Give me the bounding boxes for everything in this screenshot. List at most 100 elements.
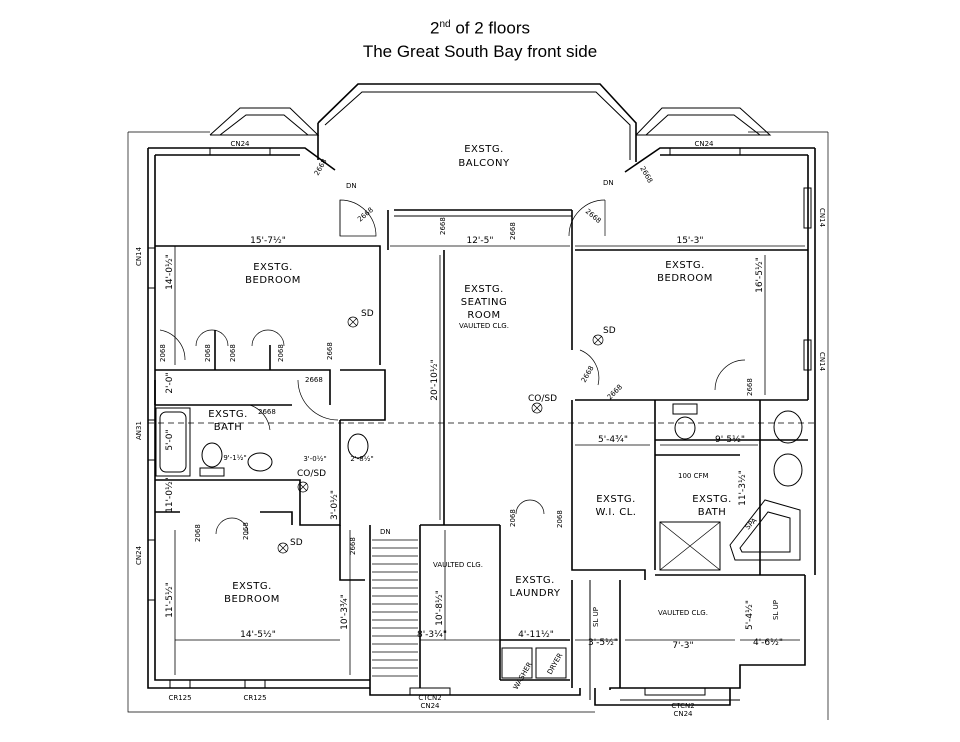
exterior-walls bbox=[147, 147, 816, 706]
balcony-label-1: EXSTG. bbox=[464, 144, 504, 155]
dim-hall-w2: 2'-8½" bbox=[350, 455, 373, 463]
dim-wic-w: 5'-4¾" bbox=[598, 435, 628, 445]
door-swings bbox=[159, 199, 746, 535]
win-tag-2: CN24 bbox=[694, 140, 714, 148]
door-tag-19: 2068 bbox=[242, 522, 250, 540]
vaulted-bottom-label: VAULTED CLG. bbox=[658, 609, 708, 617]
door-tag-6: 2668 bbox=[509, 222, 517, 240]
outer-boundary bbox=[127, 132, 829, 720]
win-tag-1: CN24 bbox=[230, 140, 250, 148]
dn-tag-2: DN bbox=[603, 179, 614, 187]
dim-balcony-w: 12'-5" bbox=[466, 236, 493, 246]
win-tag-6: AN31 bbox=[135, 421, 143, 440]
room-labels: EXSTG. BALCONY EXSTG. BEDROOM EXSTG. BED… bbox=[208, 144, 732, 617]
stair bbox=[372, 539, 418, 677]
dryer-tag: DRYER bbox=[546, 652, 565, 676]
sd-tag-1: SD bbox=[361, 309, 374, 319]
bath-right-label-1: EXSTG. bbox=[692, 494, 732, 505]
dim-bed-right-h: 16'-5½" bbox=[755, 257, 765, 293]
door-tag-4: 2668 bbox=[584, 207, 603, 225]
seating-label-2: SEATING bbox=[461, 297, 508, 308]
door-tag-10: 2668 bbox=[349, 537, 357, 555]
dim-bed-bot-h: 11'-5½" bbox=[165, 582, 175, 618]
balcony-label-2: BALCONY bbox=[458, 158, 510, 169]
door-tag-1: 2668 bbox=[313, 158, 329, 177]
dim-closet-h: 2'-0" bbox=[165, 372, 175, 393]
win-tag-7: CN24 bbox=[135, 545, 143, 565]
win-tag-8: CR125 bbox=[168, 694, 191, 702]
dim-bot-mid-w: 7'-3" bbox=[672, 641, 693, 651]
floor-number: 2 bbox=[430, 18, 440, 38]
door-tag-16: 2068 bbox=[229, 344, 237, 362]
dim-laundry-w: 4'-11½" bbox=[518, 630, 554, 640]
dim-bed-right-w: 15'-3" bbox=[676, 236, 703, 246]
door-tag-14: 2068 bbox=[159, 344, 167, 362]
seating-label-3: ROOM bbox=[467, 310, 500, 321]
door-tag-21: 2068 bbox=[556, 510, 564, 528]
dim-bed-bot-h2: 10'-3¾" bbox=[340, 594, 350, 630]
dn-tag-1: DN bbox=[346, 182, 357, 190]
win-tag-10: CTCN2 bbox=[418, 694, 441, 702]
bed-right-label-1: EXSTG. bbox=[665, 260, 705, 271]
dim-bot-right-w: 4'-6½" bbox=[753, 638, 783, 648]
balcony-bay bbox=[317, 83, 637, 217]
door-tag-13: 2668 bbox=[746, 378, 754, 396]
floor-suffix: nd bbox=[439, 19, 451, 30]
door-tag-7: 2668 bbox=[258, 408, 276, 416]
washer-tag: WASHER bbox=[512, 661, 534, 691]
door-tag-5: 2668 bbox=[439, 217, 447, 235]
dim-bath-h: 5'-0" bbox=[165, 429, 175, 450]
dim-bath-r-h: 11'-3½" bbox=[738, 470, 748, 506]
bath-left-label-2: BATH bbox=[214, 422, 243, 433]
win-tag-3: CN14 bbox=[818, 208, 826, 228]
win-tag-12: CTCN2 bbox=[671, 702, 694, 710]
door-tag-11: 2668 bbox=[580, 365, 596, 384]
door-tag-3: 2668 bbox=[638, 165, 654, 184]
bed-right-label-2: BEDROOM bbox=[657, 273, 713, 284]
door-tag-12: 2668 bbox=[606, 383, 624, 401]
bath-left-label-1: EXSTG. bbox=[208, 409, 248, 420]
dim-bed-left-h: 14'-0½" bbox=[165, 254, 175, 290]
door-tag-18: 2068 bbox=[194, 524, 202, 542]
dim-bed-left-w: 15'-7½" bbox=[250, 236, 286, 246]
dimension-labels: 15'-7½" 12'-5" 15'-3" 14'-0½" 20'-10½" 1… bbox=[165, 236, 783, 651]
door-tag-17: 2068 bbox=[277, 344, 285, 362]
door-tag-9: 2668 bbox=[326, 342, 334, 360]
dim-seating-h: 20'-10½" bbox=[430, 359, 440, 401]
dim-bot-left-w: 3'-5½" bbox=[588, 638, 618, 648]
seating-label-1: EXSTG. bbox=[464, 284, 504, 295]
dimension-lines bbox=[160, 245, 805, 675]
plan-subtitle: The Great South Bay front side bbox=[362, 41, 598, 61]
sd-tag-2: SD bbox=[603, 326, 616, 336]
dim-bot-right-h: 5'-4½" bbox=[745, 600, 755, 630]
dim-hall-w: 3'-0½" bbox=[303, 455, 326, 463]
win-tag-11: CN24 bbox=[420, 702, 440, 710]
vaulted-stair-label: VAULTED CLG. bbox=[433, 561, 483, 569]
floor-rest: of 2 floors bbox=[450, 18, 530, 38]
laundry-label-2: LAUNDRY bbox=[509, 588, 560, 599]
fixtures bbox=[155, 403, 803, 679]
seating-label-4: VAULTED CLG. bbox=[459, 322, 509, 330]
dormer-roofs bbox=[209, 107, 772, 136]
dim-hall-h: 3'-0½" bbox=[330, 490, 340, 520]
sd-tag-3: SD bbox=[290, 538, 303, 548]
floor-caption: 2nd of 2 floors bbox=[0, 14, 960, 40]
door-tag-15: 2068 bbox=[204, 344, 212, 362]
dim-bath-r-w: 9'-5½" bbox=[715, 435, 745, 445]
win-tag-4: CN14 bbox=[818, 352, 826, 372]
bed-left-label-2: BEDROOM bbox=[245, 275, 301, 286]
sl-up-tag-2: SL UP bbox=[772, 600, 780, 620]
cosd-tag-1: CO/SD bbox=[528, 394, 557, 404]
dim-stair-h: 10'-8½" bbox=[435, 590, 445, 626]
dim-small-h: 11'-0½" bbox=[165, 477, 175, 513]
cfm-tag: 100 CFM bbox=[678, 472, 709, 480]
win-tag-5: CN14 bbox=[135, 246, 143, 266]
windows bbox=[147, 147, 812, 696]
win-tag-9: CR125 bbox=[243, 694, 266, 702]
dim-bed-bot-w: 14'-5½" bbox=[240, 630, 276, 640]
smoke-detectors bbox=[277, 316, 604, 554]
cosd-tag-2: CO/SD bbox=[297, 469, 326, 479]
dn-tag-3: DN bbox=[380, 528, 391, 536]
bed-bot-label-2: BEDROOM bbox=[224, 594, 280, 605]
